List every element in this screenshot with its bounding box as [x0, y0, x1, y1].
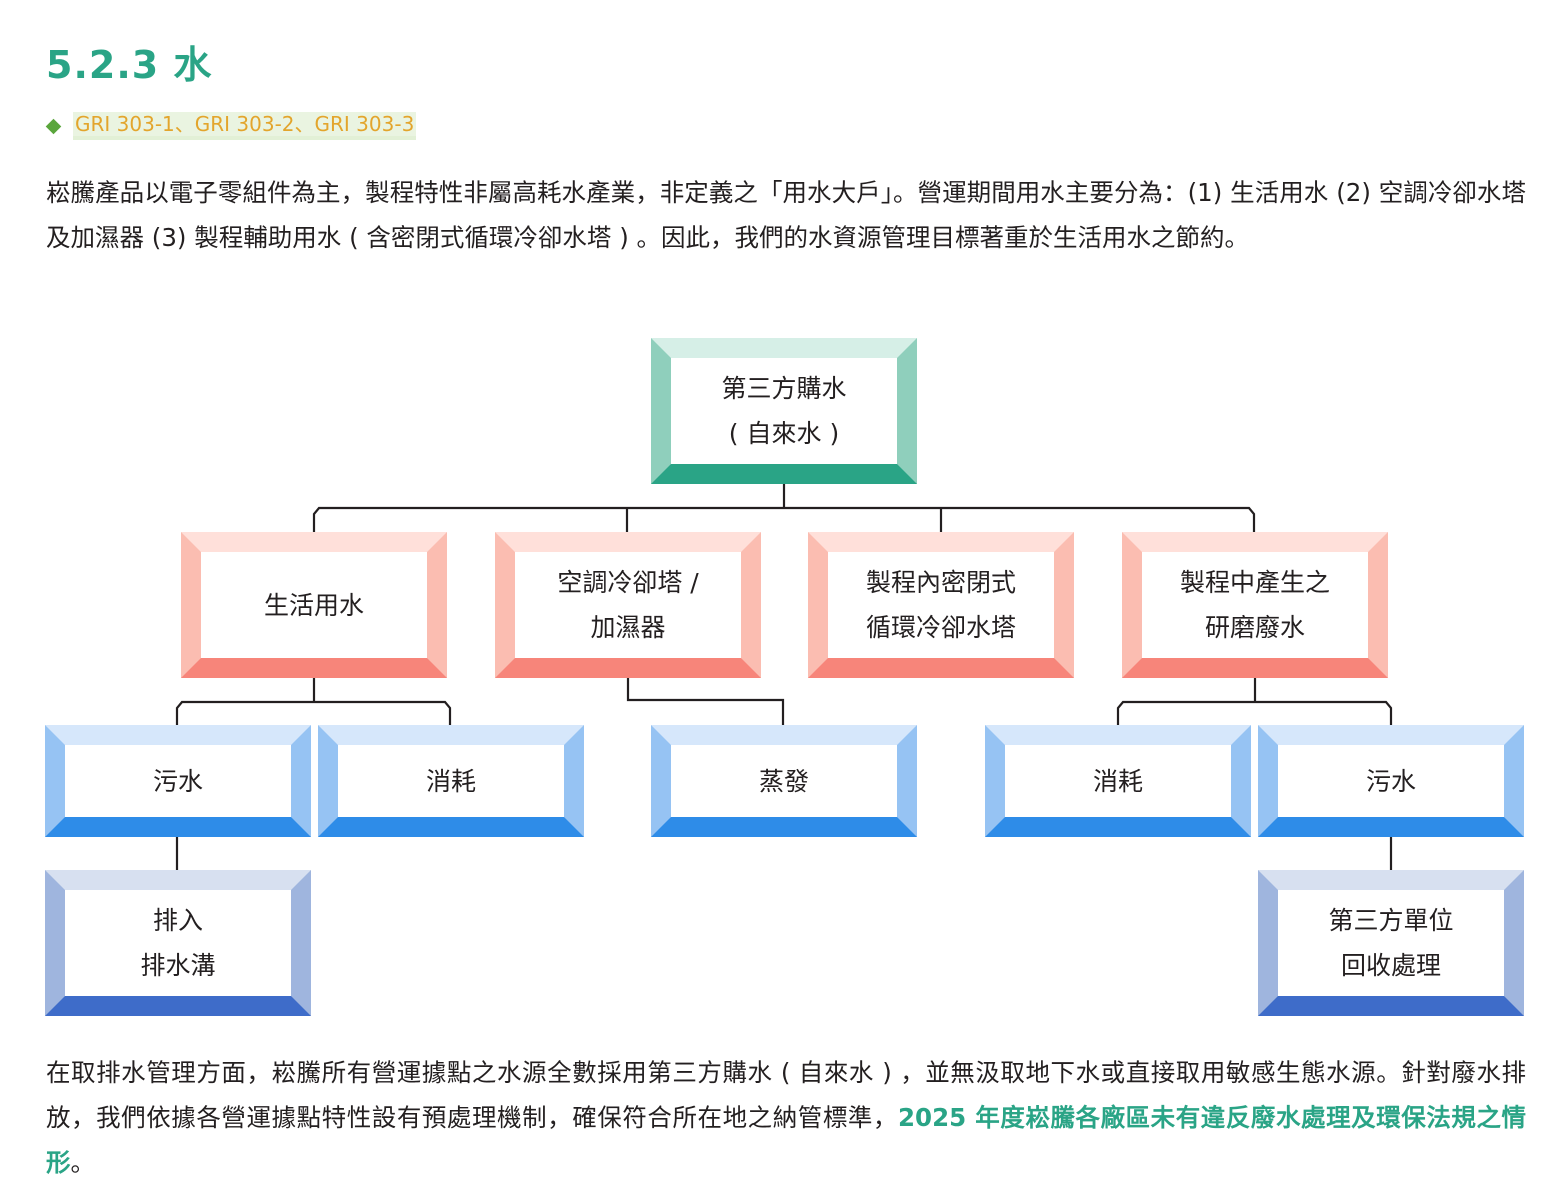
use-box-domestic: 生活用水: [181, 532, 447, 678]
water-source-box: 第三方購水 ( 自來水 ): [651, 338, 917, 484]
box-label: 空調冷卻塔 /: [557, 568, 699, 597]
use-box-grinding-wastewater: 製程中產生之 研磨廢水: [1122, 532, 1388, 678]
disposal-box-drain: 排入 排水溝: [45, 870, 311, 1016]
box-label: 製程中產生之: [1179, 568, 1330, 597]
gri-reference: GRI 303-1、GRI 303-2、GRI 303-3: [45, 111, 417, 141]
box-label: 污水: [1365, 766, 1416, 796]
compliance-highlight: 2025 年度崧騰各廠區未有違反廢水處理及環保法規之情形: [46, 1103, 1527, 1177]
box-label: 研磨廢水: [1204, 613, 1305, 642]
use-box-cooling-tower: 空調冷卻塔 / 加濕器: [495, 532, 761, 678]
box-label: 蒸發: [758, 766, 809, 796]
connector-line: [1116, 700, 1393, 725]
output-box-consumption: 消耗: [985, 725, 1251, 837]
connector-line: [626, 676, 785, 725]
box-label: 生活用水: [263, 590, 364, 620]
output-box-sewage: 污水: [45, 725, 311, 837]
gri-codes: GRI 303-1、GRI 303-2、GRI 303-3: [73, 112, 417, 140]
box-label: 製程內密閉式: [865, 568, 1016, 597]
box-label: 污水: [152, 766, 203, 796]
box-label: 消耗: [1092, 766, 1143, 796]
intro-paragraph: 崧騰產品以電子零組件為主，製程特性非屬高耗水產業，非定義之「用水大戶」。營運期間…: [46, 178, 1526, 252]
closing-period: 。: [70, 1148, 96, 1177]
disposal-box-third-party: 第三方單位 回收處理: [1258, 870, 1524, 1016]
connector-line: [175, 700, 452, 725]
use-box-closed-loop: 製程內密閉式 循環冷卻水塔: [808, 532, 1074, 678]
box-label: ( 自來水 ): [728, 419, 840, 448]
section-heading: 5.2.3 水: [46, 43, 213, 87]
box-label: 排水溝: [140, 951, 216, 980]
connector-line: [312, 506, 1256, 532]
box-label: 第三方購水: [721, 374, 847, 403]
output-box-sewage: 污水: [1258, 725, 1524, 837]
output-box-evaporation: 蒸發: [651, 725, 917, 837]
box-label: 回收處理: [1340, 951, 1441, 980]
box-label: 循環冷卻水塔: [865, 613, 1016, 642]
closing-text: 在取排水管理方面，崧騰所有營運據點之水源全數採用第三方購水 ( 自來水 ) ，並…: [46, 1058, 1526, 1132]
box-label: 第三方單位: [1328, 906, 1454, 935]
box-label: 消耗: [425, 766, 476, 796]
box-label: 排入: [152, 906, 203, 935]
closing-paragraph: 在取排水管理方面，崧騰所有營運據點之水源全數採用第三方購水 ( 自來水 ) ，並…: [46, 1050, 1526, 1185]
box-label: 加濕器: [590, 613, 666, 642]
output-box-consumption: 消耗: [318, 725, 584, 837]
